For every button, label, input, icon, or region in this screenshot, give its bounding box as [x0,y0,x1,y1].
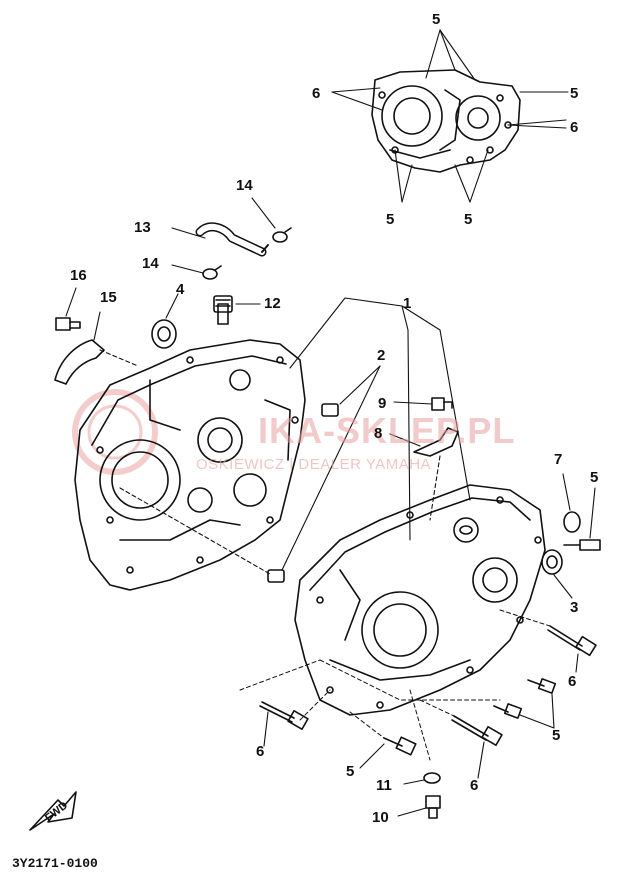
dowel-pin-upper [321,403,339,417]
callout-5-right-mid: 5 [590,469,599,486]
callout-7: 7 [554,451,563,468]
dowel-pin-lower [267,569,285,583]
callout-14-upper: 14 [236,177,253,194]
callout-6-bottom: 6 [470,777,479,794]
callout-3: 3 [570,599,579,616]
bolt-16 [55,287,81,331]
bolt-5-bottom [359,736,417,769]
small-view-leaders [331,29,569,203]
bolt-6-upper-right [547,625,597,673]
alignment-lines [239,609,551,761]
cable-clamp [54,311,139,385]
oil-seal-3 [541,549,573,599]
assembly-leaders [119,297,471,575]
watermark-subtitle: OSKIEWICZ | DEALER YAMAHA [196,456,432,473]
callout-5-top: 5 [432,11,441,28]
bearing-7 [562,473,581,533]
callout-1: 1 [403,295,412,312]
breather-hose [195,222,269,257]
callout-15: 15 [100,289,117,306]
callout-5-right-lower: 5 [552,727,561,744]
callout-5-right-top: 5 [570,85,579,102]
callout-8: 8 [374,425,383,442]
callout-2: 2 [377,347,386,364]
hose-leaders [171,197,276,274]
callout-16: 16 [70,267,87,284]
crankcase-left [74,339,306,591]
callout-12: 12 [264,295,281,312]
callout-6-left-top: 6 [312,85,321,102]
callout-14-lower: 14 [142,255,159,272]
callout-5-bottom: 5 [346,763,355,780]
breather-fitting [213,295,261,325]
diagram-code: 3Y2171-0100 [12,856,98,871]
bolt-6-lower-right [451,715,503,779]
bolt-9 [393,397,453,411]
bolt-5-mid-right-a [527,678,557,694]
fwd-arrow-icon [29,791,77,831]
crankcase-small-view [371,69,521,173]
callout-6-right-top: 6 [570,119,579,136]
crankcase-right [294,484,546,716]
callout-5-small-bottom-right: 5 [464,211,473,228]
bolt-6-left [259,701,309,747]
callout-6-left-lower: 6 [256,743,265,760]
oil-seal [151,293,179,349]
callout-5-small-bottom-left: 5 [386,211,395,228]
hose-clip-lower [202,265,222,280]
callout-11: 11 [376,777,392,794]
washer-11 [403,772,441,785]
callout-13: 13 [134,219,151,236]
hose-clip-upper [272,227,292,243]
callout-4: 4 [176,281,185,298]
bracket-8 [389,427,459,521]
callout-9: 9 [378,395,387,412]
callout-6-right-lower: 6 [568,673,577,690]
drain-plug-10 [397,795,441,819]
watermark-title: IKA-SKLEP.PL [258,410,516,451]
callout-10: 10 [372,809,389,826]
bolt-5-right [563,487,601,551]
bolt-5-mid-right-b [493,693,555,729]
